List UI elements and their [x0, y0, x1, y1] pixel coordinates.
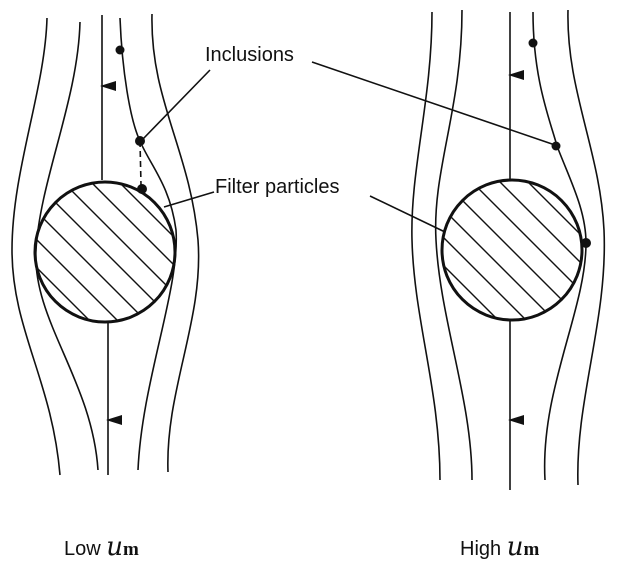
hatch-line: [35, 182, 175, 322]
hatch-line: [463, 180, 582, 299]
streamline: [35, 21, 99, 471]
caption-prefix: Low: [64, 538, 101, 560]
hatch-line: [35, 301, 56, 322]
leader-filter-left: [163, 191, 215, 208]
hatch-line: [519, 180, 582, 243]
low-um-caption: Low um: [64, 532, 139, 562]
hatch-line: [505, 180, 582, 257]
hatch-line: [442, 299, 463, 320]
hatch-line: [42, 182, 175, 315]
high-um-caption: High um: [460, 532, 539, 562]
inclusion-dot-captured: [581, 238, 591, 248]
hatch-line: [442, 180, 582, 320]
streamline-inclusion: [532, 11, 587, 481]
hatching: [442, 180, 582, 320]
velocity-symbol: u: [106, 532, 124, 562]
hatch-line: [35, 189, 168, 322]
hatch-line: [442, 180, 582, 320]
streamline: [411, 11, 441, 481]
inclusion-dot: [115, 45, 125, 55]
streamline: [567, 9, 606, 486]
hatch-line: [56, 182, 175, 301]
streamline: [151, 13, 200, 473]
inclusion-dot-captured: [137, 184, 147, 194]
hatch-line: [442, 215, 547, 320]
hatch-line: [442, 187, 575, 320]
filter-particle: [33, 180, 177, 324]
caption-prefix: High: [460, 538, 502, 560]
hatch-line: [547, 180, 582, 215]
hatch-line: [35, 287, 70, 322]
hatch-line: [561, 180, 582, 201]
hatch-line: [35, 203, 154, 322]
leader-inclusions-left: [141, 69, 211, 141]
filter-particle: [440, 178, 584, 322]
hatch-line: [442, 257, 505, 320]
leader-inclusions-right: [311, 61, 556, 146]
inclusions-label: Inclusions: [205, 44, 294, 66]
hatch-line: [442, 243, 519, 320]
inclusion-dot: [528, 38, 538, 48]
velocity-subscript: m: [523, 539, 540, 560]
streamline: [434, 9, 473, 481]
hatch-line: [477, 180, 582, 285]
hatch-line: [98, 182, 175, 259]
deviation-path: [139, 140, 142, 186]
hatch-line: [442, 285, 477, 320]
velocity-subscript: m: [123, 539, 139, 560]
streamline: [11, 17, 61, 476]
hatch-line: [35, 182, 175, 322]
hatch-line: [442, 201, 561, 320]
streamline-inclusion: [119, 17, 178, 471]
hatch-line: [35, 182, 175, 322]
low-velocity-panel: [11, 13, 200, 476]
velocity-symbol: u: [506, 532, 524, 562]
filter-particles-label: Filter particles: [215, 176, 340, 198]
high-velocity-panel: [411, 9, 606, 490]
inclusion-dot: [551, 141, 561, 151]
leader-filter-right: [369, 195, 446, 233]
hatch-line: [449, 180, 582, 313]
